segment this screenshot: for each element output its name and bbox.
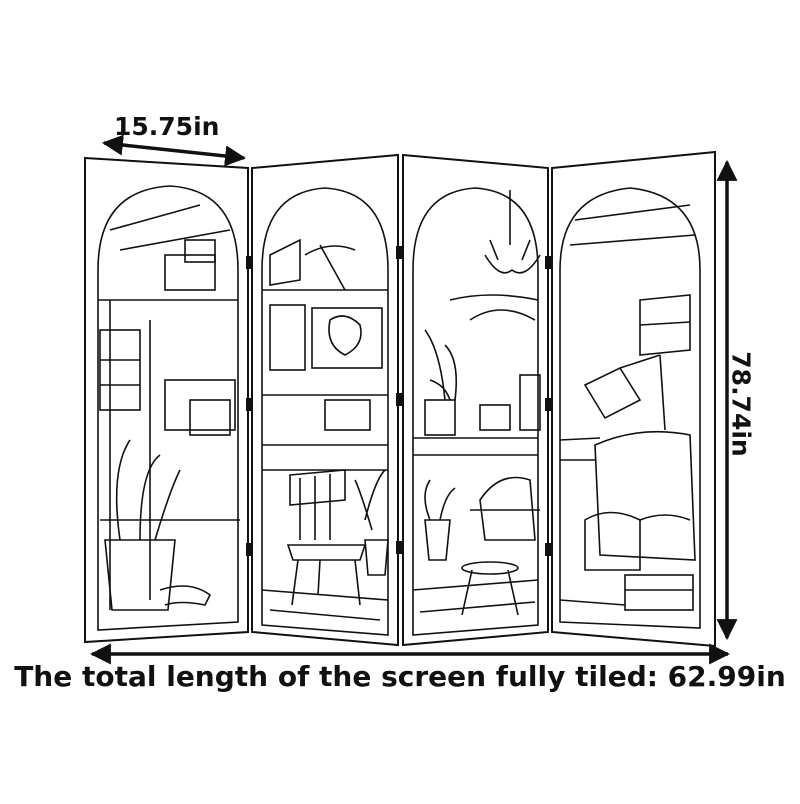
- arrow-icon: [101, 134, 247, 167]
- panel-width-label: 15.75in: [114, 112, 220, 141]
- screen-panel-3: [402, 153, 549, 647]
- screen-panel-4: [551, 150, 716, 648]
- hinge-icon: [545, 543, 552, 556]
- hinge-icon: [545, 256, 552, 269]
- total-length-label: The total length of the screen fully til…: [14, 660, 786, 693]
- hinge-icon: [396, 246, 403, 259]
- hinge-icon: [246, 543, 253, 556]
- hinge-icon: [246, 256, 253, 269]
- hinge-icon: [545, 398, 552, 411]
- hinge-icon: [396, 393, 403, 406]
- hinges: [246, 246, 552, 556]
- dimension-arrows: [89, 134, 738, 665]
- hinge-icon: [246, 398, 253, 411]
- hinge-icon: [396, 541, 403, 554]
- screen-panel-2: [251, 153, 399, 647]
- height-label: 78.74in: [726, 351, 756, 457]
- screen-panel-1: [84, 156, 249, 644]
